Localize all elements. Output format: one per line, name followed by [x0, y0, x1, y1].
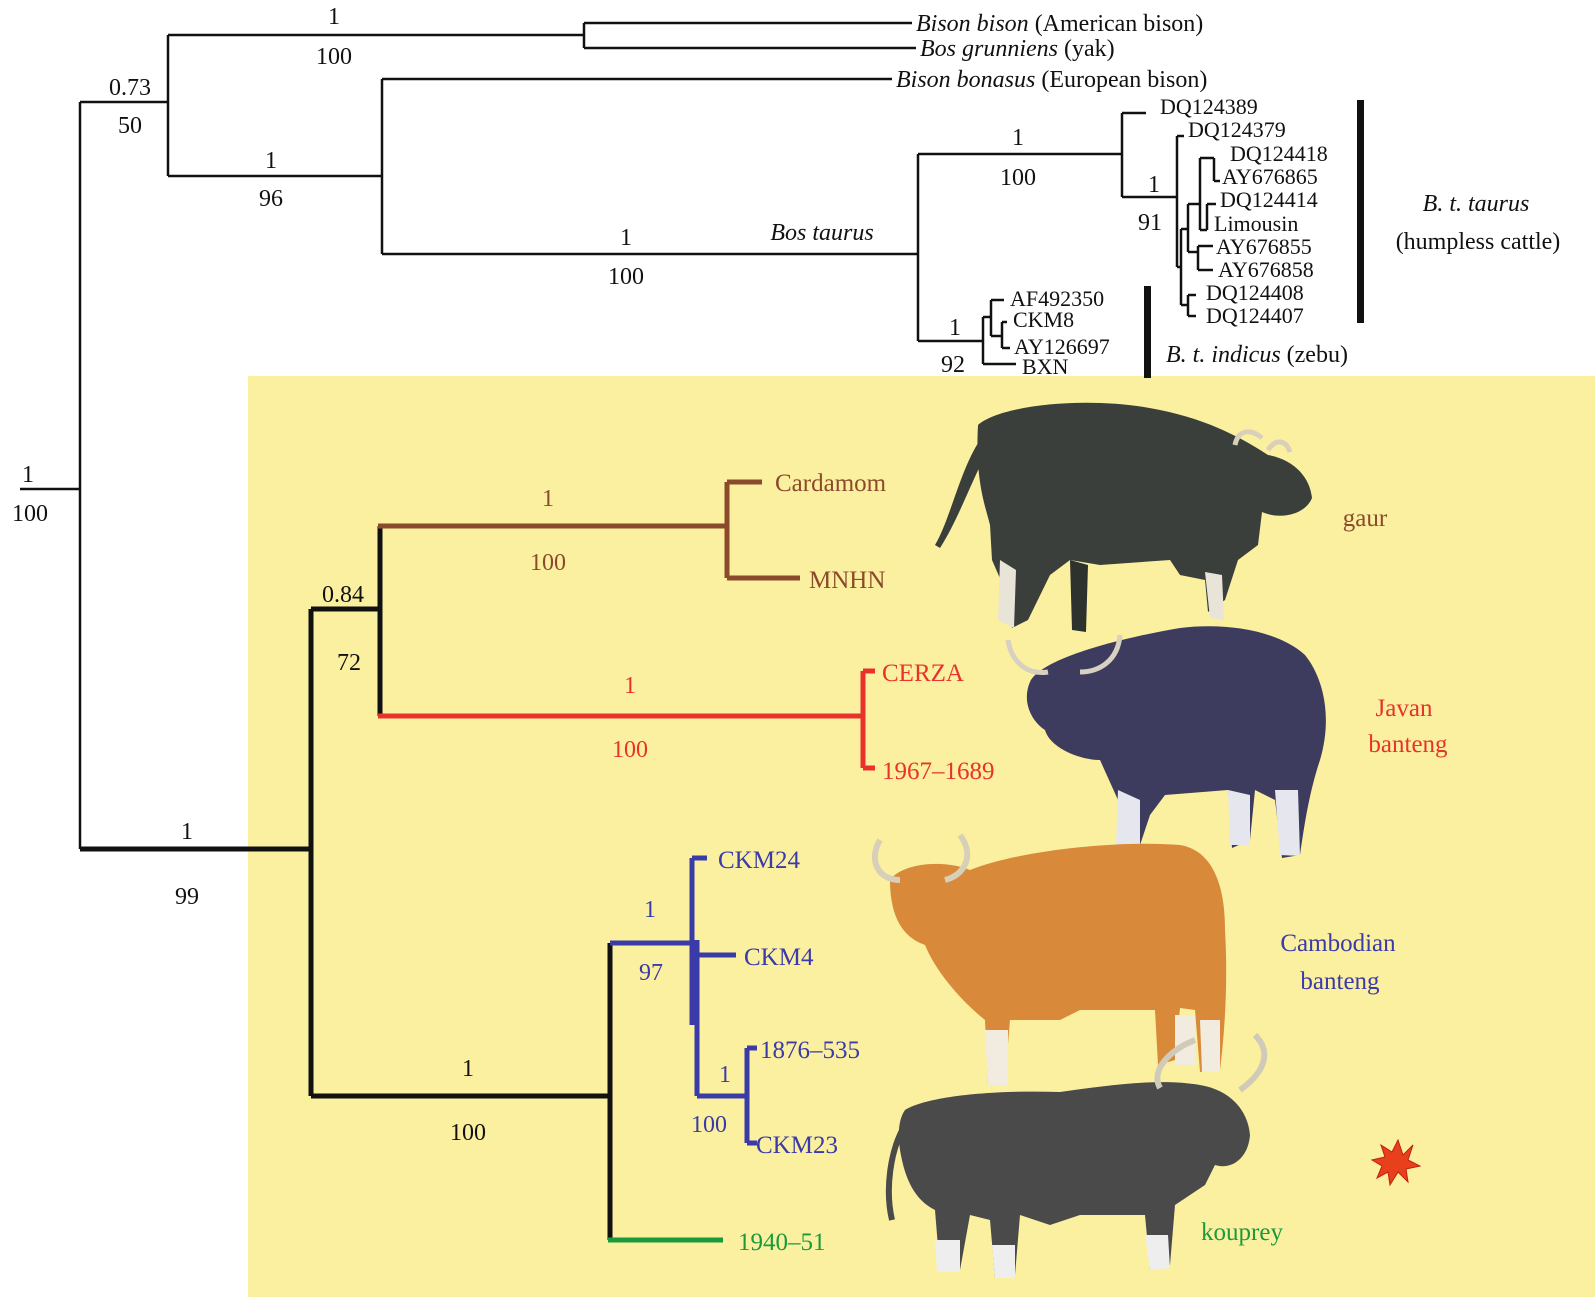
bison-yak-pp: 1	[328, 4, 340, 30]
gaur-illustration	[935, 402, 1312, 632]
tip-ckm8: CKM8	[1013, 307, 1074, 332]
taurus-group-bar	[1357, 100, 1364, 323]
bonasus-taurus-pp: 1	[265, 148, 277, 174]
taurus-group-sublabel: (humpless cattle)	[1396, 229, 1561, 255]
gaur-pp: 1	[542, 486, 554, 512]
lower-clade-pp: 1	[181, 819, 193, 845]
cambodian-group-label-1: Cambodian	[1280, 930, 1396, 957]
root-pp: 1	[22, 462, 34, 488]
cambodian-group-label-2: banteng	[1300, 968, 1380, 995]
tip-1967-1689: 1967–1689	[882, 758, 995, 785]
gaur-javan-bs: 72	[337, 650, 361, 676]
gaur-group-label: gaur	[1343, 505, 1388, 532]
tip-ay676865: AY676865	[1222, 164, 1318, 189]
gaur-bs: 100	[530, 550, 566, 576]
cambodian-inner-pp: 1	[719, 1062, 731, 1088]
tip-ay126697: AY126697	[1014, 334, 1110, 359]
tip-bxn: BXN	[1022, 354, 1069, 379]
indicus-group-label: B. t. indicus (zebu)	[1166, 342, 1348, 368]
bos-taurus-label: Bos taurus	[770, 220, 873, 246]
bonasus-taurus-bs: 96	[259, 186, 283, 212]
tip-dq124418: DQ124418	[1230, 141, 1328, 166]
tip-1876-535: 1876–535	[760, 1037, 860, 1064]
tip-dq124408: DQ124408	[1206, 280, 1304, 305]
taxon-bos-grunniens: Bos grunniens (yak)	[920, 36, 1115, 62]
tip-1940-51: 1940–51	[738, 1229, 826, 1256]
taurus-group-label: B. t. taurus	[1423, 191, 1530, 217]
taxon-bison-bonasus: Bison bonasus (European bison)	[896, 67, 1207, 93]
javan-banteng-illustration	[1005, 626, 1326, 858]
javan-pp: 1	[624, 673, 636, 699]
tip-af492350: AF492350	[1010, 286, 1104, 311]
indicus-group-bs: 92	[941, 352, 965, 378]
cambodian-pp: 1	[644, 897, 656, 923]
tip-ay676858: AY676858	[1218, 257, 1314, 282]
tip-mnhn: MNHN	[809, 567, 885, 594]
javan-bs: 100	[612, 737, 648, 763]
taxon-bison-bison: Bison bison (American bison)	[916, 11, 1203, 37]
javan-group-label-1: Javan	[1376, 695, 1433, 722]
cambodian-kouprey-bs: 100	[450, 1120, 486, 1146]
kouprey-group-label: kouprey	[1201, 1219, 1283, 1246]
bos-taurus-bs: 100	[608, 264, 644, 290]
tip-cardamom: Cardamom	[775, 470, 887, 497]
tip-dq124414: DQ124414	[1220, 187, 1318, 212]
bison-yak-bs: 100	[316, 44, 352, 70]
tip-limousin: Limousin	[1214, 211, 1298, 236]
tip-ckm23: CKM23	[756, 1132, 838, 1159]
taurus-inner-bs: 91	[1138, 210, 1162, 236]
indicus-group-pp: 1	[949, 315, 961, 341]
upper-clade-pp: 0.73	[109, 75, 151, 101]
starburst-icon	[1370, 1138, 1422, 1187]
taurus-group-bs: 100	[1000, 165, 1036, 191]
taurus-group-pp: 1	[1012, 125, 1024, 151]
cambodian-banteng-illustration	[871, 833, 1227, 1085]
taurus-inner-pp: 1	[1148, 172, 1160, 198]
cambodian-inner-bs: 100	[691, 1112, 727, 1138]
tip-ckm4: CKM4	[744, 944, 814, 971]
cambodian-kouprey-pp: 1	[462, 1056, 474, 1082]
kouprey-illustration	[885, 1032, 1268, 1278]
tip-cerza: CERZA	[882, 660, 964, 687]
tip-ay676855: AY676855	[1216, 234, 1312, 259]
javan-group-label-2: banteng	[1368, 731, 1448, 758]
tip-ckm24: CKM24	[718, 847, 800, 874]
upper-clade-bs: 50	[118, 113, 142, 139]
tip-dq124389: DQ124389	[1160, 94, 1258, 119]
tip-dq124379: DQ124379	[1188, 117, 1286, 142]
gaur-javan-pp: 0.84	[322, 582, 364, 608]
bos-taurus-pp: 1	[620, 225, 632, 251]
cambodian-bs: 97	[639, 960, 663, 986]
tip-dq124407: DQ124407	[1206, 303, 1304, 328]
root-bs: 100	[12, 501, 48, 527]
lower-clade-bs: 99	[175, 884, 199, 910]
indicus-group-bar	[1144, 286, 1151, 378]
upper-clade-branches	[20, 21, 1220, 849]
lower-clade-branches	[80, 479, 875, 1243]
